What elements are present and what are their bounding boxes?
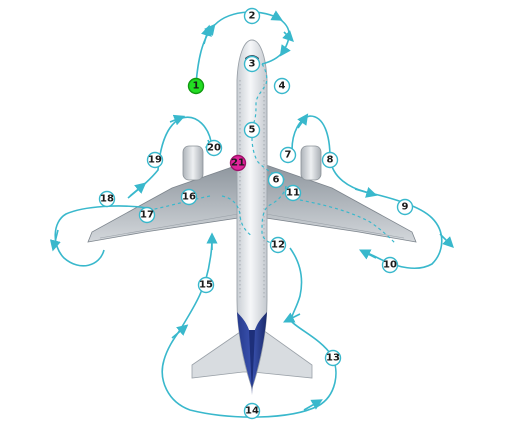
svg-text:1: 1 bbox=[193, 81, 200, 92]
walk-path-dashed bbox=[149, 63, 397, 247]
marker-7[interactable]: 7 bbox=[279, 146, 297, 164]
marker-2[interactable]: 2 bbox=[243, 7, 261, 25]
marker-11[interactable]: 11 bbox=[284, 184, 302, 202]
right-engine bbox=[300, 145, 322, 181]
svg-text:12: 12 bbox=[271, 240, 285, 251]
svg-text:11: 11 bbox=[286, 188, 300, 199]
markers: 1 2 3 4 5 6 7 8 bbox=[98, 7, 414, 420]
left-flap-line bbox=[99, 213, 239, 239]
marker-14[interactable]: 14 bbox=[243, 402, 261, 420]
svg-text:13: 13 bbox=[326, 353, 340, 364]
svg-text:20: 20 bbox=[207, 143, 221, 154]
svg-text:8: 8 bbox=[327, 155, 334, 166]
svg-text:21: 21 bbox=[231, 158, 245, 169]
svg-text:14: 14 bbox=[245, 406, 259, 417]
marker-10[interactable]: 10 bbox=[381, 256, 399, 274]
walk-path bbox=[49, 10, 454, 418]
marker-20[interactable]: 20 bbox=[205, 139, 223, 157]
right-flap-line bbox=[265, 213, 405, 239]
marker-1[interactable]: 1 bbox=[187, 77, 205, 95]
svg-text:6: 6 bbox=[273, 175, 280, 186]
marker-21[interactable]: 21 bbox=[229, 154, 247, 172]
marker-6[interactable]: 6 bbox=[267, 171, 285, 189]
svg-text:17: 17 bbox=[140, 210, 154, 221]
marker-4[interactable]: 4 bbox=[273, 77, 291, 95]
marker-15[interactable]: 15 bbox=[197, 276, 215, 294]
svg-text:3: 3 bbox=[249, 59, 256, 70]
svg-text:10: 10 bbox=[383, 260, 397, 271]
svg-text:4: 4 bbox=[279, 81, 286, 92]
svg-text:9: 9 bbox=[402, 202, 409, 213]
svg-text:18: 18 bbox=[100, 194, 114, 205]
svg-text:5: 5 bbox=[249, 125, 256, 136]
svg-text:19: 19 bbox=[148, 155, 162, 166]
marker-18[interactable]: 18 bbox=[98, 190, 116, 208]
marker-5[interactable]: 5 bbox=[243, 121, 261, 139]
left-engine bbox=[182, 145, 204, 181]
svg-text:16: 16 bbox=[182, 192, 196, 203]
marker-9[interactable]: 9 bbox=[396, 198, 414, 216]
aircraft bbox=[87, 39, 417, 395]
marker-8[interactable]: 8 bbox=[321, 151, 339, 169]
marker-19[interactable]: 19 bbox=[146, 151, 164, 169]
marker-13[interactable]: 13 bbox=[324, 349, 342, 367]
right-wing bbox=[265, 164, 417, 243]
marker-3[interactable]: 3 bbox=[243, 55, 261, 73]
svg-text:2: 2 bbox=[249, 11, 256, 22]
svg-text:7: 7 bbox=[285, 150, 292, 161]
svg-text:15: 15 bbox=[199, 280, 213, 291]
vertical-fin bbox=[249, 330, 255, 395]
marker-17[interactable]: 17 bbox=[138, 206, 156, 224]
marker-16[interactable]: 16 bbox=[180, 188, 198, 206]
marker-12[interactable]: 12 bbox=[269, 236, 287, 254]
